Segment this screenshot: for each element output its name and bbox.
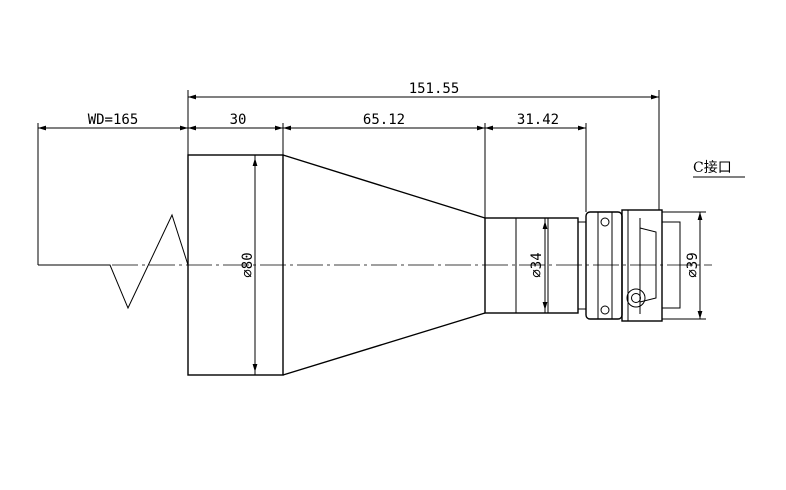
front-barrel: [187, 154, 284, 376]
taper-section: [282, 154, 486, 376]
total-length-label: 151.55: [409, 81, 460, 97]
working-distance-break-line: [38, 213, 189, 310]
c-mount-inner-step: [639, 227, 657, 303]
c-mount-thread: [662, 221, 681, 309]
c-mount-screw-inner: [631, 293, 641, 303]
taper-section-label: 65.12: [363, 112, 405, 128]
mount-type-note: C接口: [693, 159, 732, 176]
neck-step: [577, 221, 587, 310]
c-mount-body: [621, 209, 663, 322]
locking-ring-screw-top: [600, 217, 610, 227]
front-section-label: 30: [230, 112, 247, 128]
wd-label: WD=165: [88, 112, 139, 128]
front-diameter-label: ⌀80: [240, 252, 256, 277]
mount-diameter-label: ⌀39: [685, 252, 701, 277]
locking-ring-screw-bottom: [600, 305, 610, 315]
rear-diameter-label: ⌀34: [529, 252, 545, 277]
locking-ring: [585, 211, 623, 320]
c-mount-screw-outer: [626, 288, 646, 308]
rear-section-label: 31.42: [517, 112, 559, 128]
